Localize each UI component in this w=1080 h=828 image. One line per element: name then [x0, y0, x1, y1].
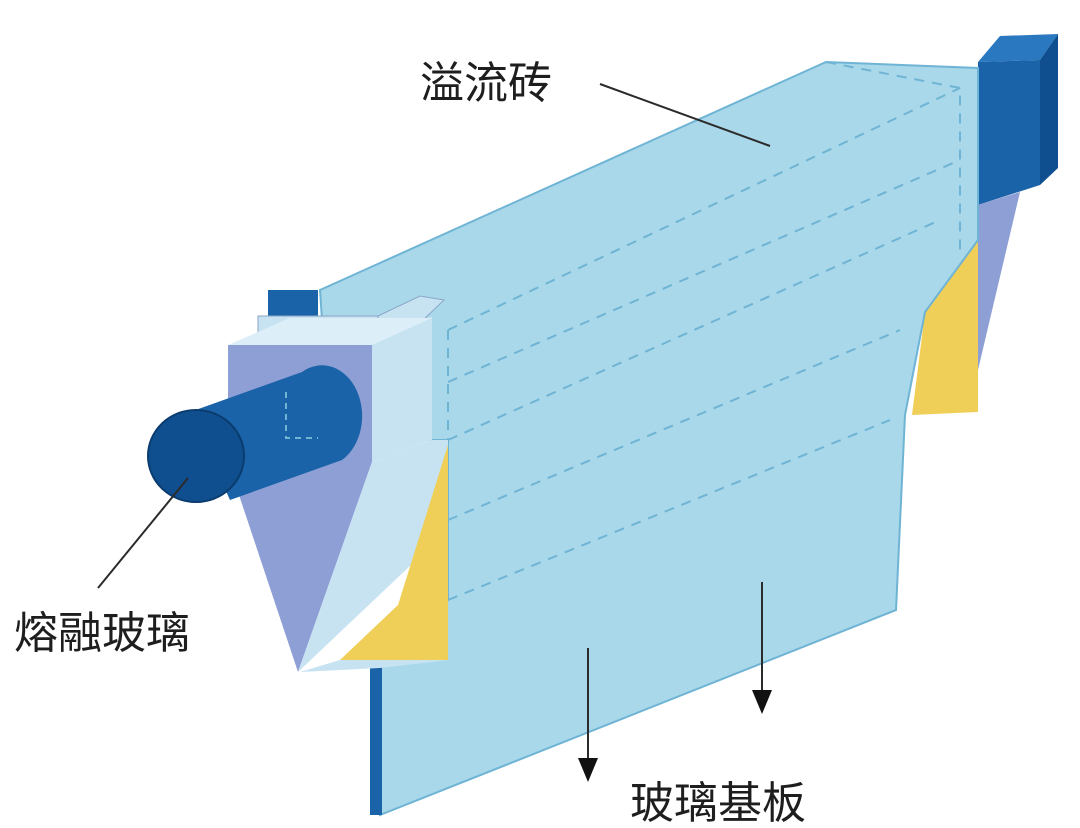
pipe-flow-arrow — [285, 392, 318, 439]
right-wedge-face — [978, 192, 1020, 370]
dashed-line-4 — [447, 329, 901, 521]
label-glass-ribbon: 玻璃基板 — [630, 778, 806, 828]
right-end-block-top — [978, 34, 1058, 62]
dashed-line-1 — [447, 87, 961, 331]
pipe-opening — [147, 409, 245, 503]
label-overflow-brick: 溢流砖 — [420, 58, 552, 109]
dashed-line-5 — [447, 419, 891, 601]
left-yellow-edge — [340, 445, 448, 660]
right-wedge — [912, 192, 1020, 415]
left-block-top — [228, 318, 432, 345]
sheet-left-edge — [370, 660, 382, 815]
arrow-right-head — [752, 690, 772, 714]
right-end-block-side — [1040, 34, 1058, 185]
label-molten-glass: 熔融玻璃 — [14, 608, 190, 659]
top-knob — [268, 290, 318, 318]
left-wedge-side — [298, 440, 448, 672]
dashed-line-7 — [825, 61, 961, 250]
arrow-left-head — [578, 758, 598, 782]
leader-molten-glass — [97, 477, 189, 589]
dashed-line-2 — [447, 159, 961, 383]
right-yellow-edge — [912, 240, 978, 415]
left-base-strip — [300, 660, 448, 672]
feed-pipe — [147, 365, 363, 503]
flow-arrows — [578, 582, 772, 782]
left-block-side — [372, 316, 432, 462]
right-end-block — [978, 34, 1058, 205]
right-end-block-front — [978, 60, 1040, 205]
leader-overflow-brick — [599, 83, 771, 147]
left-wedge-front — [228, 462, 372, 672]
